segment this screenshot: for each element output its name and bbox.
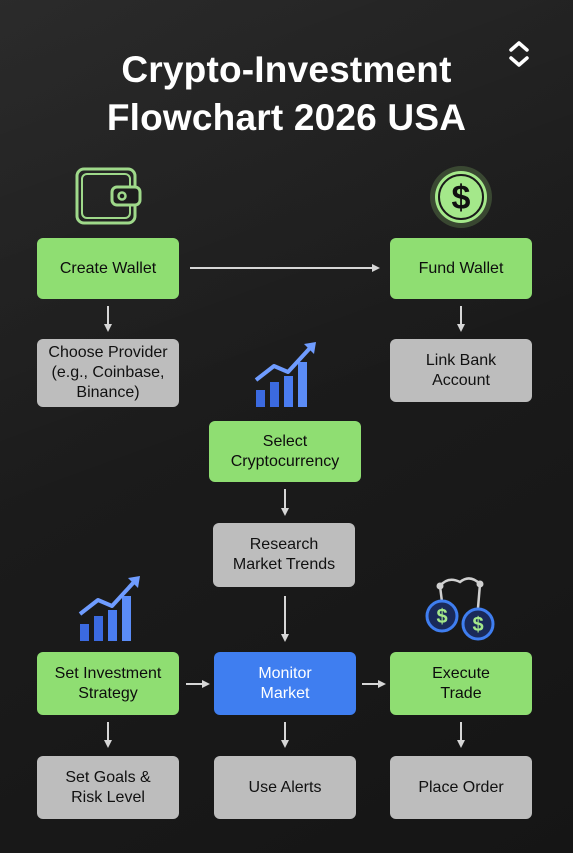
node-set-investment-strategy: Set Investment Strategy bbox=[37, 652, 179, 715]
dollar-coin-icon: $ bbox=[430, 166, 492, 228]
node-place-order: Place Order bbox=[390, 756, 532, 819]
wallet-icon bbox=[75, 167, 142, 225]
node-fund-wallet: Fund Wallet bbox=[390, 238, 532, 299]
node-set-goals-risk: Set Goals & Risk Level bbox=[37, 756, 179, 819]
node-monitor-market: Monitor Market bbox=[214, 652, 356, 715]
node-choose-provider: Choose Provider (e.g., Coinbase, Binance… bbox=[37, 339, 179, 407]
chevron-updown-icon[interactable] bbox=[505, 38, 533, 70]
svg-text:$: $ bbox=[472, 614, 483, 636]
growth-chart-icon bbox=[254, 342, 316, 407]
page-title: Crypto-Investment Flowchart 2026 USA bbox=[0, 46, 573, 142]
title-line-1: Crypto-Investment bbox=[121, 49, 452, 90]
node-use-alerts: Use Alerts bbox=[214, 756, 356, 819]
node-execute-trade: Execute Trade bbox=[390, 652, 532, 715]
node-research-market-trends: Research Market Trends bbox=[213, 523, 355, 587]
node-create-wallet: Create Wallet bbox=[37, 238, 179, 299]
svg-text:$: $ bbox=[436, 606, 447, 628]
title-line-2: Flowchart 2026 USA bbox=[106, 97, 467, 138]
node-link-bank: Link Bank Account bbox=[390, 339, 532, 402]
linked-coins-icon: $ $ bbox=[425, 577, 495, 641]
svg-text:$: $ bbox=[452, 179, 471, 217]
growth-chart-icon-left bbox=[78, 576, 140, 641]
node-select-cryptocurrency: Select Cryptocurrency bbox=[209, 421, 361, 482]
